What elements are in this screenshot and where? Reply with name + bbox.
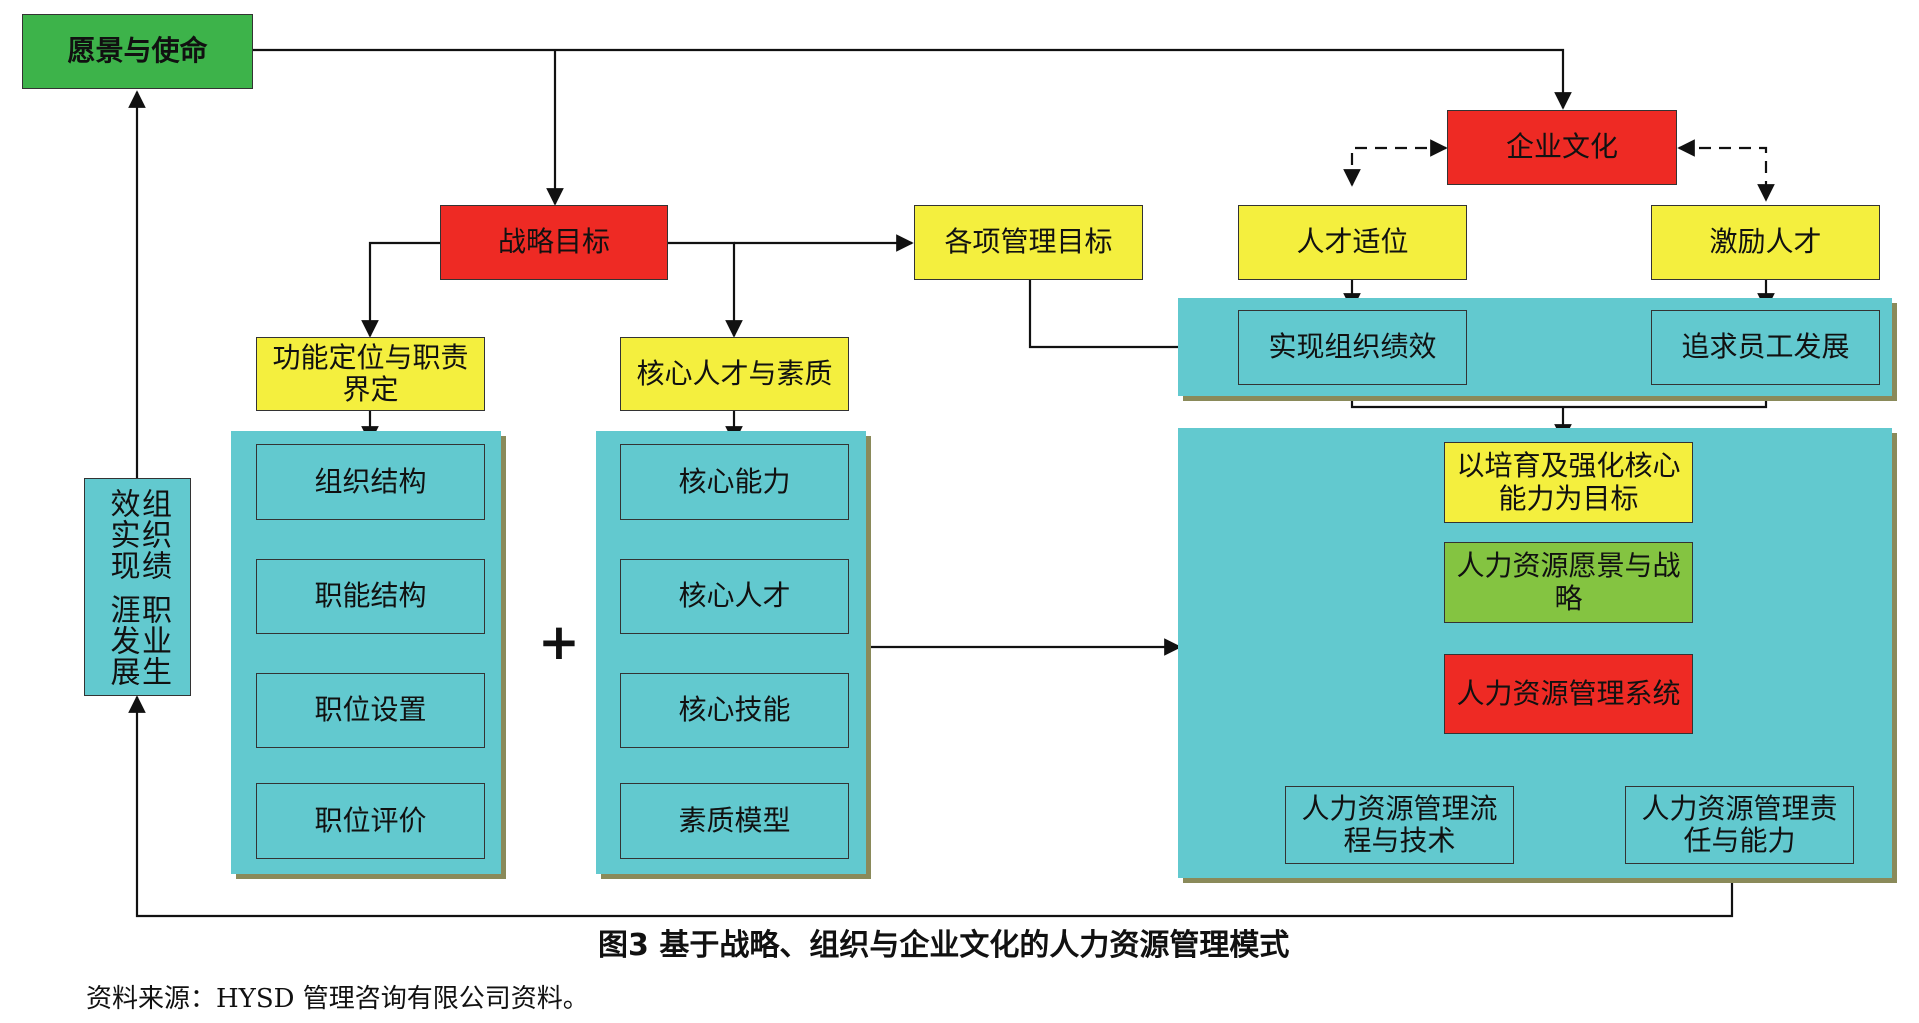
core-skill-box: 核心技能	[620, 673, 849, 748]
strategy-goal-box: 战略目标	[440, 205, 668, 280]
feedback-col-2: 职业生涯发展	[104, 593, 172, 687]
dashed-culture-motivate	[1677, 139, 1775, 202]
corporate-culture-box: 企业文化	[1447, 110, 1677, 185]
org-structure-box: 组织结构	[256, 444, 485, 520]
mgmt-goals-box: 各项管理目标	[914, 205, 1143, 280]
feedback-box: 组织绩效实现 职业生涯发展	[84, 478, 191, 696]
dashed-culture-talent-fit	[1343, 139, 1448, 187]
position-setting-box: 职位设置	[256, 673, 485, 748]
core-talent-quality-box: 核心人才与素质	[620, 337, 849, 411]
function-definition-box: 功能定位与职责界定	[256, 337, 485, 411]
feedback-col-1: 组织绩效实现	[104, 487, 172, 581]
arrow-vision-to-culture	[250, 48, 1572, 110]
plus-sign: +	[538, 613, 580, 671]
hr-vision-strategy-box: 人力资源愿景与战略	[1444, 542, 1693, 623]
arrow-mgmt-to-performance	[1028, 280, 1238, 356]
source-note: 资料来源：HYSD 管理咨询有限公司资料。	[86, 984, 589, 1014]
core-talent-box: 核心人才	[620, 559, 849, 634]
merge-line	[1350, 385, 1768, 409]
quality-model-box: 素质模型	[620, 783, 849, 859]
core-ability-box: 核心能力	[620, 444, 849, 520]
vision-mission-box: 愿景与使命	[22, 14, 253, 89]
cultivate-core-box: 以培育及强化核心能力为目标	[1444, 442, 1693, 523]
function-structure-box: 职能结构	[256, 559, 485, 634]
hr-resp-ability-box: 人力资源管理责任与能力	[1625, 786, 1854, 864]
hr-mgmt-system-box: 人力资源管理系统	[1444, 654, 1693, 734]
org-performance-box: 实现组织绩效	[1238, 310, 1467, 385]
arrow-strategy-to-function	[361, 241, 440, 338]
talent-fit-box: 人才适位	[1238, 205, 1467, 280]
figure-caption: 图3 基于战略、组织与企业文化的人力资源管理模式	[598, 928, 1290, 963]
position-eval-box: 职位评价	[256, 783, 485, 859]
feedback-loop	[128, 695, 1734, 918]
employee-dev-box: 追求员工发展	[1651, 310, 1880, 385]
hr-process-tech-box: 人力资源管理流程与技术	[1285, 786, 1514, 864]
arrow-strategy-to-core-talent	[668, 241, 743, 338]
motivate-talent-box: 激励人才	[1651, 205, 1880, 280]
